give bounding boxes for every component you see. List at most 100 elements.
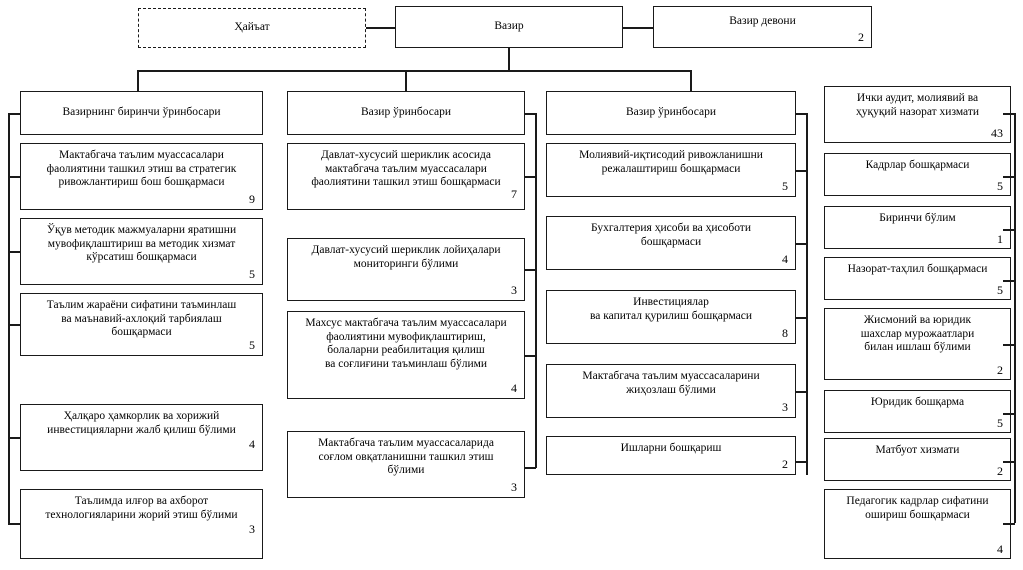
node-col4-unit-1[interactable]: Ички аудит, молиявий ва ҳуқуқий назорат … <box>824 86 1011 143</box>
node-col1-unit-2-count: 5 <box>249 267 255 281</box>
node-col3-unit-5-count: 2 <box>782 457 788 471</box>
node-col3-head[interactable]: Вазир ўринбосари <box>546 91 796 135</box>
node-col4-unit-1-label: Ички аудит, молиявий ва ҳуқуқий назорат … <box>855 92 980 118</box>
node-col3-unit-1[interactable]: Молиявий-иқтисодий ривожланишни режалашт… <box>546 143 796 197</box>
node-col2-head[interactable]: Вазир ўринбосари <box>287 91 525 135</box>
node-col2-unit-2-count: 3 <box>511 283 517 297</box>
node-col2-unit-3-label: Махсус мактабгача таълим муассасалари фа… <box>305 317 507 370</box>
node-col1-unit-3-label: Таълим жараёни сифатини таъминлаш ва маъ… <box>46 299 237 338</box>
rail-col-3-stub-2 <box>795 243 807 245</box>
connector-collegium-minister <box>366 27 396 29</box>
node-col3-unit-4-label: Мактабгача таълим муассасаларини жиҳозла… <box>582 370 760 396</box>
rail-col-2-stub-2 <box>524 269 536 271</box>
rail-col-2 <box>535 113 537 468</box>
node-col4-unit-5[interactable]: Жисмоний ва юридик шахслар мурожаатлари … <box>824 308 1011 380</box>
node-first-deputy-head[interactable]: Вазирнинг биринчи ўринбосари <box>20 91 263 135</box>
rail-col-2-stub-1 <box>524 176 536 178</box>
node-col4-unit-7-count: 2 <box>997 464 1003 478</box>
node-col1-unit-4[interactable]: Ҳалқаро ҳамкорлик ва хорижий инвестициял… <box>20 404 263 471</box>
node-col1-unit-4-label: Ҳалқаро ҳамкорлик ва хорижий инвестициял… <box>47 410 236 436</box>
node-col4-unit-2-count: 5 <box>997 179 1003 193</box>
node-col3-unit-4[interactable]: Мактабгача таълим муассасаларини жиҳозла… <box>546 364 796 418</box>
node-col2-unit-2[interactable]: Давлат-хусусий шериклик лойиҳалари монит… <box>287 238 525 301</box>
rail-col-4-stub-3 <box>1003 229 1015 231</box>
node-col1-unit-3-count: 5 <box>249 338 255 352</box>
node-col4-unit-4-label: Назорат-таҳлил бошқармаси <box>847 263 988 275</box>
rail-col-1-stub-4 <box>8 437 21 439</box>
rail-col-3-stub-4 <box>795 391 807 393</box>
node-col1-unit-5[interactable]: Таълимда илғор ва ахборот технологиялари… <box>20 489 263 559</box>
rail-col-3 <box>806 113 808 475</box>
node-minister-office-count: 2 <box>858 30 864 44</box>
node-col2-unit-4-label: Мактабгача таълим муассасаларида соғлом … <box>318 437 494 476</box>
node-col4-unit-5-label: Жисмоний ва юридик шахслар мурожаатлари … <box>860 314 975 353</box>
node-col1-unit-2[interactable]: Ўқув методик мажмуаларни яратишни мувофи… <box>20 218 263 285</box>
node-col4-unit-7[interactable]: Матбуот хизмати 2 <box>824 438 1011 481</box>
rail-col-4-stub-5 <box>1003 344 1015 346</box>
rail-col-3-stub-1 <box>795 170 807 172</box>
node-col4-unit-6-count: 5 <box>997 416 1003 430</box>
node-col3-unit-3[interactable]: Инвестициялар ва капитал қурилиш бошқарм… <box>546 290 796 344</box>
connector-minister-office <box>623 27 654 29</box>
node-col4-unit-4[interactable]: Назорат-таҳлил бошқармаси 5 <box>824 257 1011 300</box>
node-minister-office-label: Вазир девони <box>729 15 796 27</box>
node-minister-office[interactable]: Вазир девони 2 <box>653 6 872 48</box>
node-minister[interactable]: Вазир <box>395 6 623 48</box>
node-col4-unit-2[interactable]: Кадрлар бошқармаси 5 <box>824 153 1011 196</box>
rail-col-1-stub-1 <box>8 176 21 178</box>
node-first-deputy-head-label: Вазирнинг биринчи ўринбосари <box>62 106 221 119</box>
connector-trunk-drop-2 <box>405 70 407 92</box>
rail-col-4-stub-1 <box>1003 113 1015 115</box>
node-col4-unit-8[interactable]: Педагогик кадрлар сифатини ошириш бошқар… <box>824 489 1011 559</box>
node-col3-unit-1-label: Молиявий-иқтисодий ривожланишни режалашт… <box>579 149 763 175</box>
rail-col-2-stub-4 <box>524 467 536 469</box>
node-col1-unit-2-label: Ўқув методик мажмуаларни яратишни мувофи… <box>46 224 237 263</box>
node-col2-unit-1-count: 7 <box>511 187 517 201</box>
rail-col-1-stub-head <box>8 113 21 115</box>
node-col3-unit-5-label: Ишларни бошқариш <box>620 442 722 454</box>
node-col3-unit-2-count: 4 <box>782 252 788 266</box>
node-collegium-label: Ҳайъат <box>234 21 270 34</box>
node-col3-unit-2[interactable]: Бухгалтерия ҳисоби ва ҳисоботи бошқармас… <box>546 216 796 270</box>
connector-minister-drop <box>508 48 510 71</box>
node-col1-unit-1[interactable]: Мактабгача таълим муассасалари фаолиятин… <box>20 143 263 210</box>
node-col1-unit-1-count: 9 <box>249 192 255 206</box>
node-col3-unit-3-label: Инвестициялар ва капитал қурилиш бошқарм… <box>589 296 753 322</box>
node-col1-unit-3[interactable]: Таълим жараёни сифатини таъминлаш ва маъ… <box>20 293 263 356</box>
node-col4-unit-7-label: Матбуот хизмати <box>875 444 960 456</box>
rail-col-4-stub-8 <box>1003 523 1015 525</box>
node-col2-unit-3-count: 4 <box>511 381 517 395</box>
node-col1-unit-5-label: Таълимда илғор ва ахборот технологиялари… <box>45 495 238 521</box>
rail-col-3-stub-5 <box>795 461 807 463</box>
node-minister-label: Вазир <box>494 20 524 33</box>
rail-col-2-stub-head <box>524 113 536 115</box>
node-collegium[interactable]: Ҳайъат <box>138 8 366 48</box>
node-col1-unit-5-count: 3 <box>249 522 255 536</box>
node-col2-unit-4-count: 3 <box>511 480 517 494</box>
node-col2-unit-4[interactable]: Мактабгача таълим муассасаларида соғлом … <box>287 431 525 498</box>
rail-col-1-stub-2 <box>8 251 21 253</box>
node-col4-unit-6[interactable]: Юридик бошқарма 5 <box>824 390 1011 433</box>
rail-col-1-stub-3 <box>8 324 21 326</box>
node-col2-unit-2-label: Давлат-хусусий шериклик лойиҳалари монит… <box>311 244 501 270</box>
node-col4-unit-3[interactable]: Биринчи бўлим 1 <box>824 206 1011 249</box>
node-col3-unit-3-count: 8 <box>782 326 788 340</box>
rail-col-4-stub-2 <box>1003 176 1015 178</box>
node-col2-unit-3[interactable]: Махсус мактабгача таълим муассасалари фа… <box>287 311 525 399</box>
rail-col-4-stub-7 <box>1003 461 1015 463</box>
node-col1-unit-1-label: Мактабгача таълим муассасалари фаолиятин… <box>46 149 237 188</box>
node-col4-unit-1-count: 43 <box>991 126 1003 140</box>
node-col3-unit-4-count: 3 <box>782 400 788 414</box>
node-col2-head-label: Вазир ўринбосари <box>360 106 452 119</box>
node-col4-unit-8-label: Педагогик кадрлар сифатини ошириш бошқар… <box>846 495 989 521</box>
node-col4-unit-8-count: 4 <box>997 542 1003 556</box>
node-col3-head-label: Вазир ўринбосари <box>625 106 717 119</box>
rail-col-3-stub-head <box>795 113 807 115</box>
node-col3-unit-5[interactable]: Ишларни бошқариш 2 <box>546 436 796 475</box>
node-col2-unit-1[interactable]: Давлат-хусусий шериклик асосида мактабга… <box>287 143 525 210</box>
rail-col-2-stub-3 <box>524 355 536 357</box>
rail-col-4-stub-4 <box>1003 280 1015 282</box>
node-col4-unit-5-count: 2 <box>997 363 1003 377</box>
connector-trunk <box>137 70 691 72</box>
